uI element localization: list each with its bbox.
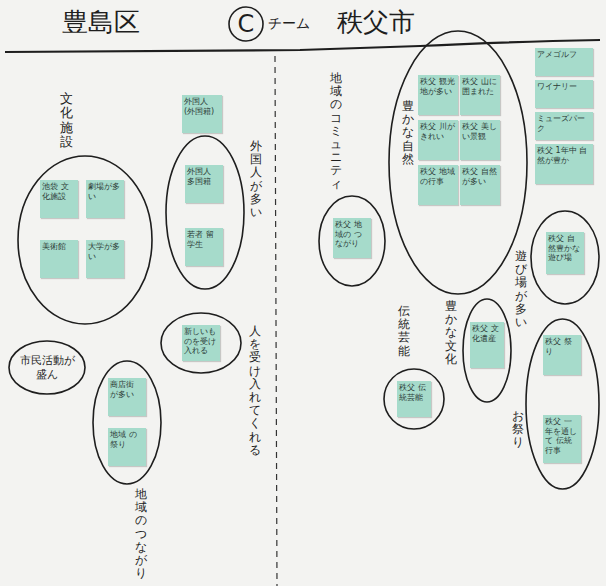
note-text: 秩父 祭り (545, 337, 579, 356)
sticky-note: 秩父 美しい景観 (460, 120, 500, 160)
sticky-note: 池袋 文化施設 (40, 180, 78, 218)
note-text: 秩父 1年中 自然が豊か (537, 146, 591, 165)
note-text: アメゴルフ (537, 50, 591, 60)
note-text: 外国人 多国籍 (187, 167, 221, 186)
group-ellipse: お祭り 秩父 祭り秩父 一年を通して 伝統行事 (510, 316, 602, 492)
note-text: 秩父 山に囲まれた (462, 77, 498, 96)
ellipse-stroke (463, 299, 511, 402)
sticky-note: 秩父 自然豊かな 遊び場 (546, 232, 584, 274)
ellipse-stroke (93, 361, 161, 484)
ellipse-stroke (18, 156, 152, 324)
sticky-note: 地域 の祭り (108, 428, 146, 466)
ellipse-stroke (9, 341, 85, 394)
sticky-note: 秩父 地域の つながり (333, 218, 371, 258)
group-heading: 文化施設 (60, 92, 73, 149)
group-heading: 外国人が多い (250, 140, 262, 219)
sticky-note: 若者 留学生 (185, 228, 223, 266)
ellipse-stroke (526, 319, 599, 489)
note-text: 秩父 自然豊かな 遊び場 (548, 234, 582, 263)
note-text: 池袋 文化施設 (42, 182, 76, 201)
group-ellipse: 伝統芸能秩父 伝統芸能 (383, 303, 447, 432)
node-text: C (238, 10, 255, 38)
note-text: 商店街 が多い (110, 380, 144, 399)
group-heading: 豊かな文化 (445, 300, 457, 366)
group-heading: 地域のコミュニティ (330, 72, 342, 191)
note-text: 大学が多い (88, 242, 122, 261)
ellipse-outline (165, 135, 245, 290)
sticky-note: 秩父 伝統芸能 (397, 381, 431, 417)
sticky-note: アメゴルフ (535, 48, 593, 76)
note-text: ワイナリー (537, 82, 591, 92)
note-text: 秩父 地域の つながり (335, 220, 369, 249)
text-ellipse: 市民活動が盛ん (8, 340, 86, 395)
sticky-note: 秩父 山に囲まれた (460, 75, 500, 115)
note-text: 秩父 伝統芸能 (399, 383, 429, 402)
group-heading: 人を受け入れてくれる (249, 325, 261, 457)
note-text: 地域 の祭り (110, 430, 144, 449)
sticky-note: 秩父 1年中 自然が豊か (535, 144, 593, 184)
group-heading: 豊かな自然 (402, 100, 414, 166)
sticky-note: 秩父 祭り (543, 335, 581, 375)
sticky-note: 商店街 が多い (108, 378, 146, 416)
sticky-note: ミューズパーク (535, 112, 593, 140)
header-rule (5, 40, 600, 52)
sticky-note: 外国人 多国籍 (185, 165, 223, 203)
note-text: 秩父 美しい景観 (462, 122, 498, 141)
node-text: 市民活動が盛ん (19, 354, 75, 382)
note-text: 若者 留学生 (187, 230, 221, 249)
ellipse-stroke (389, 31, 527, 294)
ellipse-stroke (384, 369, 444, 429)
note-text: 美術館 (42, 242, 76, 252)
group-ellipse: 遊び場が多い 秩父 自然豊かな 遊び場 (510, 208, 602, 333)
group-heading: お祭り (512, 410, 524, 450)
group-ellipse: 人を受け入れてくれる 新しいものを受け入れる (158, 310, 264, 460)
sticky-note: 新しいものを受け入れる (182, 325, 220, 361)
sticky-note: 劇場が多い (86, 180, 124, 218)
divider-line (275, 56, 277, 586)
note-text: 秩父 観光地が多い (420, 77, 456, 96)
group-ellipse: 地域のコミュニティ秩父 地域の つながり (316, 68, 388, 290)
ellipse-stroke (166, 136, 244, 289)
note-text: 外国人 (外国籍) (184, 97, 220, 116)
circled-letter: C (228, 6, 264, 42)
note-text: 秩父 自然が多い (462, 167, 498, 186)
ellipse-outline (17, 155, 153, 325)
note-text: ミューズパーク (537, 114, 591, 133)
area-title: 秩父市 (335, 8, 417, 37)
group-heading: 遊び場が多い (515, 250, 527, 329)
note-text: 劇場が多い (88, 182, 122, 201)
group-ellipse: 豊かな文化 秩父 文化遺産 (443, 296, 515, 404)
note-text: 秩父 川がきれい (420, 122, 456, 141)
sticky-note: 秩父 文化遺産 (470, 322, 504, 368)
group-heading: 地域のつながり (135, 488, 147, 580)
ellipse-stroke (319, 196, 385, 286)
note-text: 秩父 一年を通して 伝統行事 (545, 417, 579, 455)
note-text: 秩父 地域の行事 (420, 167, 456, 186)
ellipse-stroke (229, 7, 263, 41)
group-ellipse: 地域のつながり 商店街 が多い地域 の祭り (90, 358, 164, 583)
sticky-note: 秩父 地域の行事 (418, 165, 458, 205)
sticky-note: 外国人 (外国籍) (182, 95, 222, 133)
sticky-note: 秩父 一年を通して 伝統行事 (543, 415, 581, 463)
group-heading: 伝統芸能 (398, 305, 410, 358)
sticky-note: 秩父 川がきれい (418, 120, 458, 160)
area-title: 豊島区 (60, 8, 142, 37)
ellipse-stroke (531, 211, 599, 304)
sticky-note: 大学が多い (86, 240, 124, 278)
team-label: チーム (266, 16, 312, 31)
group-ellipse: 外国人が多い 外国人 (外国籍) 外国人 多国籍若者 留学生 (160, 92, 268, 292)
group-ellipse: 文化施設池袋 文化施設劇場が多い美術館 大学が多い (15, 88, 155, 328)
sticky-note: ワイナリー (535, 80, 593, 108)
sticky-note: 秩父 自然が多い (460, 165, 500, 205)
note-text: 新しいものを受け入れる (184, 327, 218, 356)
group-ellipse: 豊かな自然秩父 観光地が多い秩父 山に囲まれた秩父 川がきれい秩父 美しい景観秩… (386, 28, 532, 298)
sticky-note: 秩父 観光地が多い (418, 75, 458, 115)
sticky-note: 美術館 (40, 240, 78, 278)
note-text: 秩父 文化遺産 (472, 324, 502, 343)
ellipse-stroke (161, 313, 241, 373)
